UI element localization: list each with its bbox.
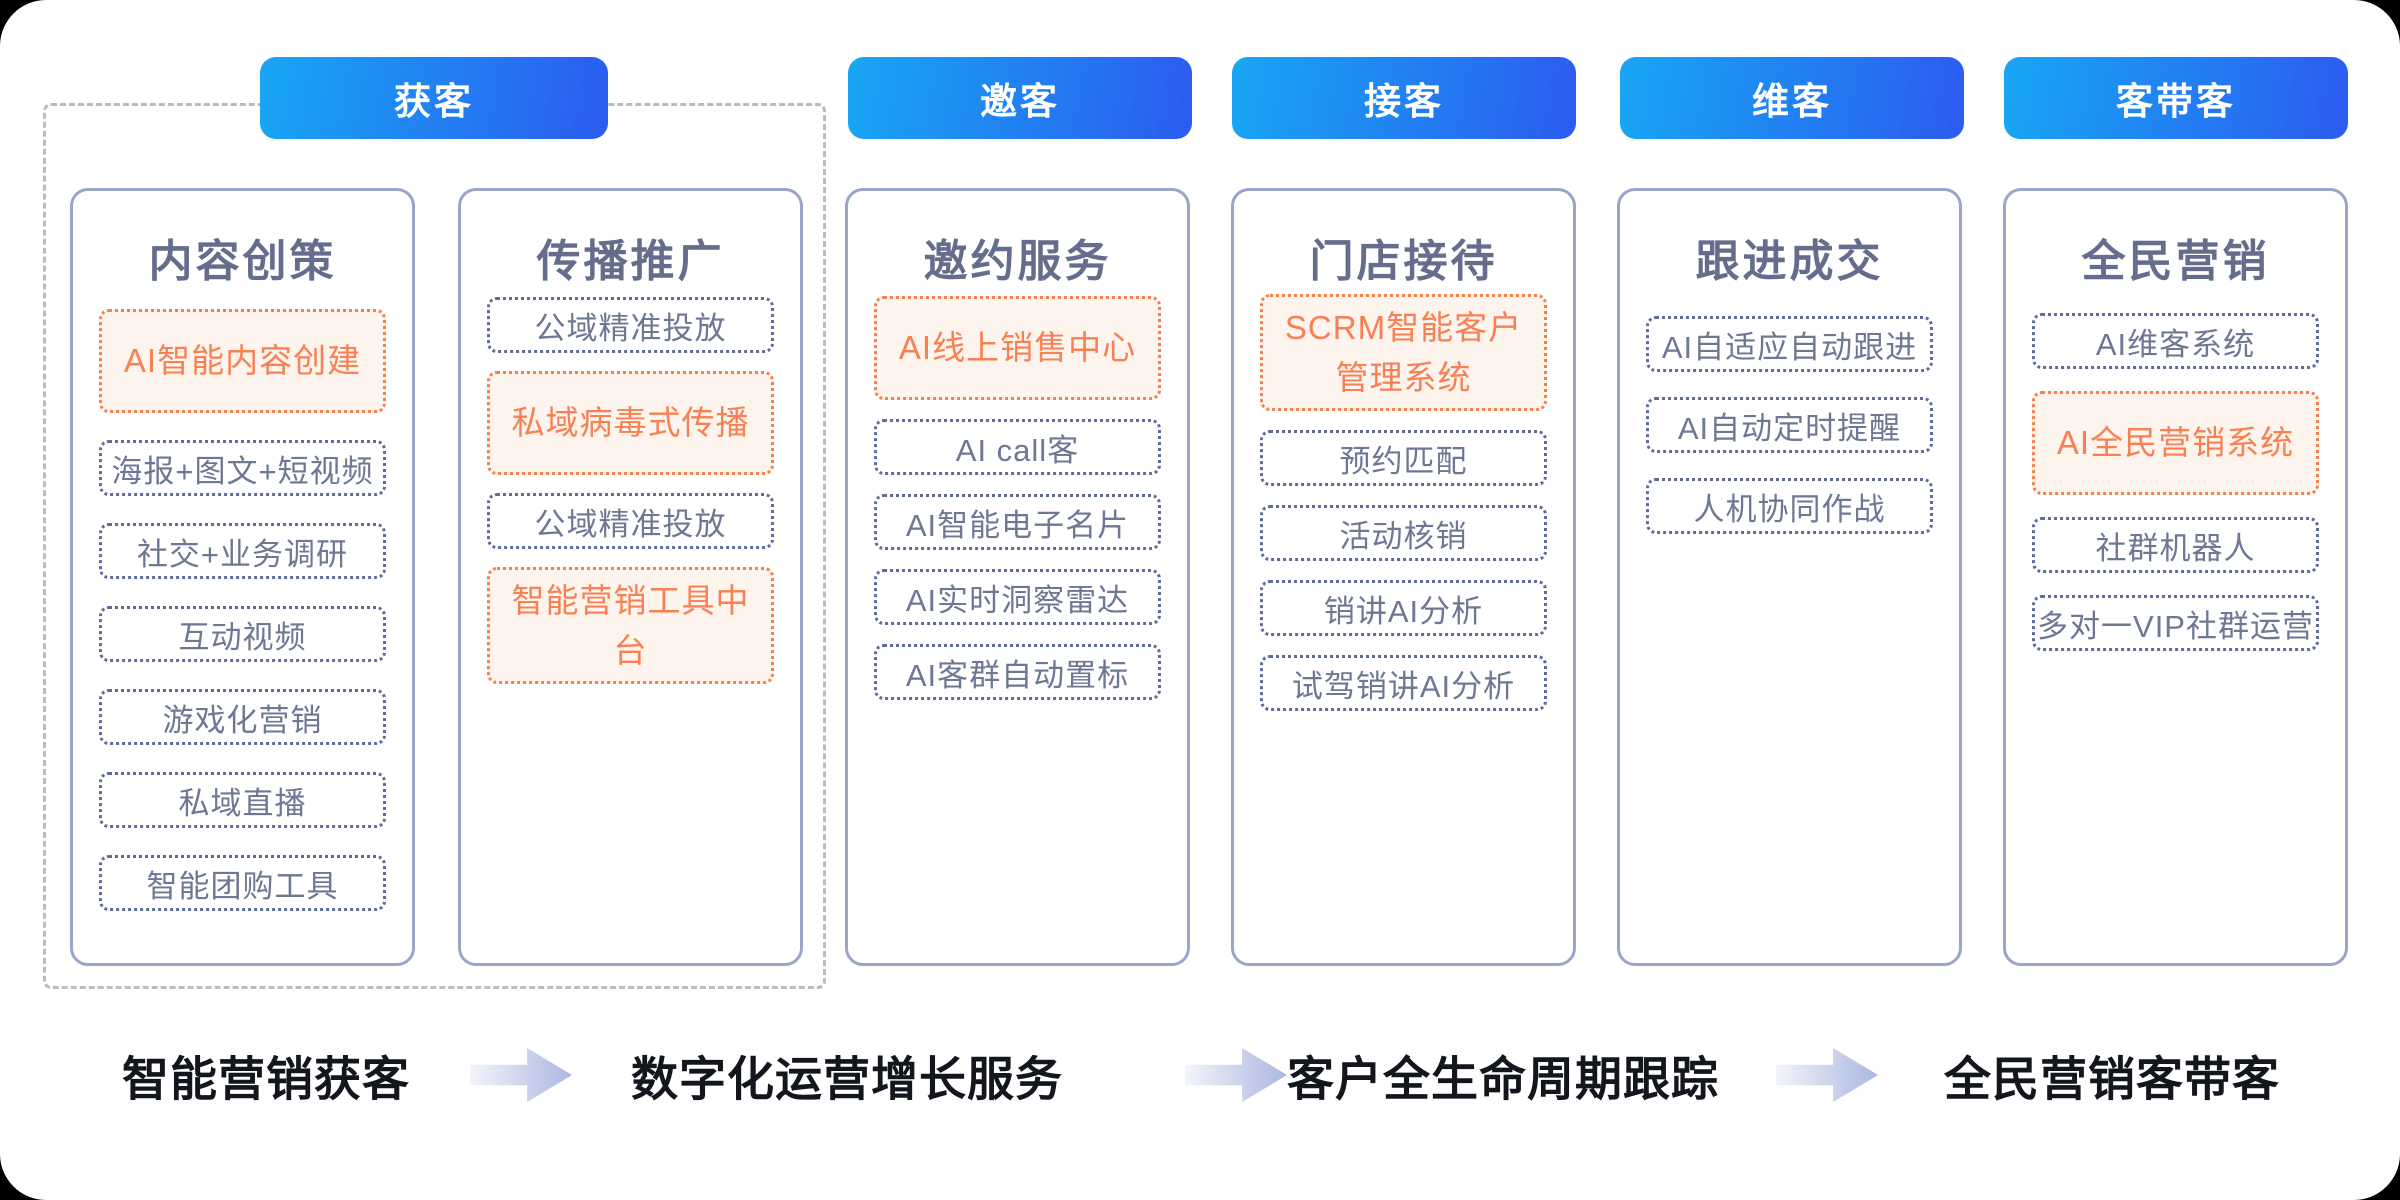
feature-item: 社群机器人 [2032, 517, 2319, 573]
stage-pill: 获客 [260, 57, 608, 139]
column-card: 跟进成交 AI自适应自动跟进 AI自动定时提醒人机协同作战 [1617, 188, 1962, 966]
card-title: 门店接待 [1309, 237, 1498, 286]
feature-item: AI实时洞察雷达 [874, 569, 1161, 625]
feature-item: 活动核销 [1260, 505, 1547, 561]
flow-step-label: 数字化运营增长服务 [631, 1052, 1063, 1106]
column-card: 门店接待 SCRM智能客户管理系统预约匹配活动核销销讲AI分析试驾销讲AI分析 [1231, 188, 1576, 966]
feature-item: 游戏化营销 [99, 689, 386, 745]
feature-item: AI自适应自动跟进 [1646, 316, 1933, 372]
feature-item: 私域直播 [99, 772, 386, 828]
feature-item: AI维客系统 [2032, 313, 2319, 369]
feature-item: 公域精准投放 [487, 297, 774, 353]
feature-item: 智能团购工具 [99, 855, 386, 911]
stage-pill: 维客 [1620, 57, 1964, 139]
feature-list: AI自适应自动跟进 AI自动定时提醒人机协同作战 [1646, 316, 1933, 534]
column-card: 内容创策 AI智能内容创建海报+图文+短视频社交+业务调研互动视频游戏化营销私域直… [70, 188, 415, 966]
feature-item-highlight: 私域病毒式传播 [487, 371, 774, 475]
feature-list: 公域精准投放私域病毒式传播公域精准投放智能营销工具中台 [487, 297, 774, 684]
flow-step-label: 全民营销客带客 [1944, 1052, 2280, 1106]
feature-item: 海报+图文+短视频 [99, 440, 386, 496]
right-arrow-icon [1185, 1048, 1287, 1102]
stage-pill: 客带客 [2004, 57, 2348, 139]
feature-item: 人机协同作战 [1646, 478, 1933, 534]
feature-item: AI智能电子名片 [874, 494, 1161, 550]
stage-pill-label: 维客 [1752, 81, 1832, 122]
feature-item-highlight: SCRM智能客户管理系统 [1260, 294, 1547, 411]
card-title: 邀约服务 [923, 237, 1112, 286]
card-title: 全民营销 [2081, 237, 2270, 286]
feature-item: AI call客 [874, 419, 1161, 475]
feature-list: AI线上销售中心 AI call客 AI智能电子名片 AI实时洞察雷达 AI客群自动置标 [874, 296, 1161, 700]
flow-step-label: 客户全生命周期跟踪 [1287, 1052, 1719, 1106]
feature-item: AI自动定时提醒 [1646, 397, 1933, 453]
stage-pill: 邀客 [848, 57, 1192, 139]
feature-item-highlight: AI智能内容创建 [99, 309, 386, 413]
feature-list: AI智能内容创建海报+图文+短视频社交+业务调研互动视频游戏化营销私域直播智能团… [99, 309, 386, 911]
flow-step-label: 智能营销获客 [122, 1052, 410, 1106]
feature-item: 预约匹配 [1260, 430, 1547, 486]
feature-item: 销讲AI分析 [1260, 580, 1547, 636]
card-title: 传播推广 [536, 237, 725, 286]
column-card: 全民营销 AI维客系统 AI全民营销系统社群机器人多对一VIP社群运营 [2003, 188, 2348, 966]
feature-item: 互动视频 [99, 606, 386, 662]
right-arrow-icon [470, 1048, 572, 1102]
right-arrow-icon [1776, 1048, 1878, 1102]
card-title: 内容创策 [148, 237, 337, 286]
feature-item-highlight: 智能营销工具中台 [487, 567, 774, 684]
feature-item: 试驾销讲AI分析 [1260, 655, 1547, 711]
feature-item: 公域精准投放 [487, 493, 774, 549]
stage-pill-label: 邀客 [980, 81, 1060, 122]
stage-pill-label: 客带客 [2116, 81, 2236, 122]
feature-item: 社交+业务调研 [99, 523, 386, 579]
feature-list: AI维客系统 AI全民营销系统社群机器人多对一VIP社群运营 [2032, 313, 2319, 651]
feature-item-highlight: AI全民营销系统 [2032, 391, 2319, 495]
stage-pill-label: 接客 [1364, 81, 1444, 122]
column-card: 传播推广公域精准投放私域病毒式传播公域精准投放智能营销工具中台 [458, 188, 803, 966]
feature-item: AI客群自动置标 [874, 644, 1161, 700]
stage-pill: 接客 [1232, 57, 1576, 139]
feature-item-highlight: AI线上销售中心 [874, 296, 1161, 400]
stage-pill-label: 获客 [394, 81, 474, 122]
card-title: 跟进成交 [1695, 237, 1884, 286]
feature-item: 多对一VIP社群运营 [2032, 595, 2319, 651]
column-card: 邀约服务 AI线上销售中心 AI call客 AI智能电子名片 AI实时洞察雷达 AI客群… [845, 188, 1190, 966]
feature-list: SCRM智能客户管理系统预约匹配活动核销销讲AI分析试驾销讲AI分析 [1260, 294, 1547, 711]
